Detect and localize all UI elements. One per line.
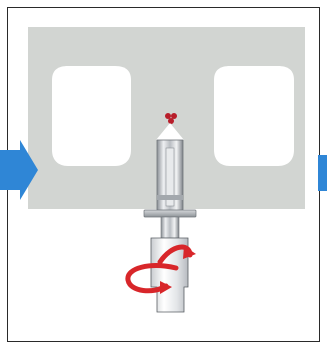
rotation-arrow-icon xyxy=(125,244,196,294)
tool-tip-cone xyxy=(156,123,184,140)
tool-neck xyxy=(160,216,180,239)
window-right xyxy=(214,66,294,166)
window-left xyxy=(52,66,131,166)
feed-arrow-right-icon xyxy=(0,140,38,200)
tool-collar xyxy=(143,209,197,218)
tool-shaft-band xyxy=(157,195,183,200)
fluid-drops-icon xyxy=(165,113,177,124)
feed-arrow-right-icon xyxy=(318,155,327,191)
tool-shaft-groove xyxy=(165,147,175,207)
